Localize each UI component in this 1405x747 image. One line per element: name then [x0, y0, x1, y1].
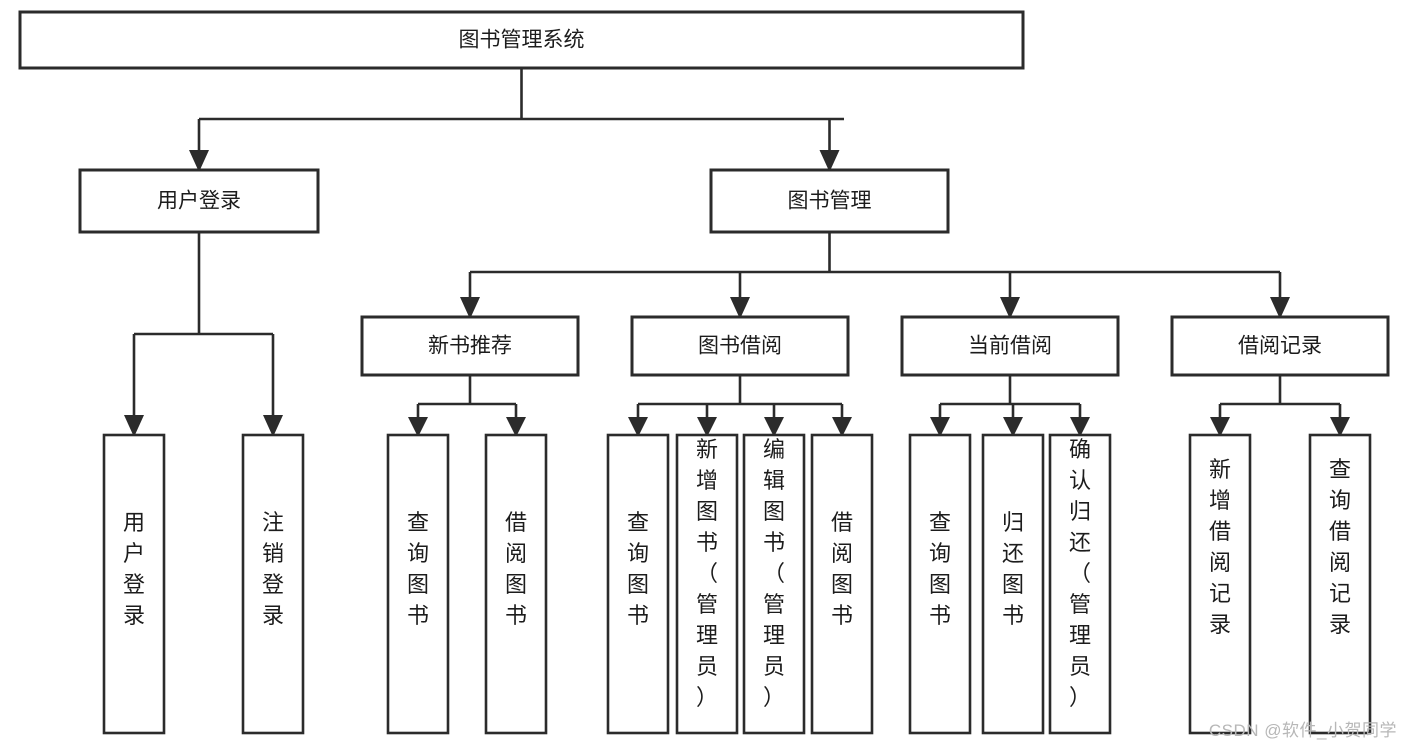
leaf-node[interactable]: 查询图书	[606, 433, 670, 735]
leaf-node[interactable]: 借阅图书	[484, 433, 548, 735]
leaf-node-layer: 用户登录 注销登录 查询图书 借阅图书 查询图书 新增图书（管理员） 编辑图书（管理员） 借阅…	[102, 433, 1372, 735]
leaf-node-box[interactable]	[742, 433, 806, 735]
leaf-node[interactable]: 确认归还（管理员）	[1048, 433, 1112, 735]
leaf-node-label: 查询借阅记录	[1329, 457, 1351, 637]
connectors-new-book-to-leaves	[408, 375, 526, 437]
node-book-manage[interactable]: 图书管理	[709, 168, 950, 234]
arrowhead-leaf-logout	[263, 415, 283, 437]
arrowhead-borrow-borrow	[832, 417, 852, 437]
leaf-node-label: 查询图书	[929, 510, 951, 628]
arrowhead-borrow-query	[628, 417, 648, 437]
arrowhead-to-book-manage	[819, 150, 840, 172]
arrowhead-current-query	[930, 417, 950, 437]
node-user-login-box[interactable]	[78, 168, 320, 234]
arrowhead-to-user-login	[189, 150, 209, 172]
node-borrow-record-label: 借阅记录	[1238, 335, 1322, 358]
leaf-node[interactable]: 编辑图书（管理员）	[742, 433, 806, 735]
node-book-borrow[interactable]: 图书借阅	[630, 315, 850, 377]
leaf-node-label: 用户登录	[123, 510, 145, 628]
node-current-borrow[interactable]: 当前借阅	[900, 315, 1120, 377]
node-root-box[interactable]	[18, 10, 1025, 70]
arrowhead-record-query	[1330, 417, 1350, 437]
leaf-node[interactable]: 注销登录	[241, 433, 305, 735]
leaf-node-box[interactable]	[1308, 433, 1372, 735]
leaf-node-box[interactable]	[241, 433, 305, 735]
node-new-book-recommend[interactable]: 新书推荐	[360, 315, 580, 377]
node-book-borrow-label: 图书借阅	[698, 335, 782, 358]
arrowhead-new-book-query	[408, 417, 428, 437]
node-book-manage-label: 图书管理	[788, 190, 872, 213]
arrowhead-borrow-add	[697, 417, 717, 437]
leaf-node-box[interactable]	[102, 433, 166, 735]
leaf-node-label: 查询图书	[407, 510, 429, 628]
leaf-node-box[interactable]	[810, 433, 874, 735]
leaf-node-box[interactable]	[606, 433, 670, 735]
leaf-node-label: 借阅图书	[505, 510, 527, 628]
leaf-node-label: 归还图书	[1002, 510, 1024, 628]
leaf-node-label: 查询图书	[627, 510, 649, 628]
connectors-root-to-level2	[189, 68, 844, 172]
leaf-node-box[interactable]	[1048, 433, 1112, 735]
node-root-label: 图书管理系统	[459, 29, 585, 52]
node-borrow-record[interactable]: 借阅记录	[1170, 315, 1390, 377]
leaf-node-label: 借阅图书	[831, 510, 853, 628]
leaf-node-label: 注销登录	[262, 510, 284, 628]
connectors-borrow-record-to-leaves	[1210, 375, 1350, 437]
leaf-node-box[interactable]	[675, 433, 739, 735]
leaf-node-box[interactable]	[484, 433, 548, 735]
leaf-node[interactable]: 借阅图书	[810, 433, 874, 735]
leaf-node[interactable]: 归还图书	[981, 433, 1045, 735]
leaf-node[interactable]: 查询图书	[908, 433, 972, 735]
arrowhead-borrow-edit	[764, 417, 784, 437]
node-user-login-label: 用户登录	[157, 190, 241, 213]
leaf-node[interactable]: 新增借阅记录	[1188, 433, 1252, 735]
leaf-node[interactable]: 新增图书（管理员）	[675, 433, 739, 735]
node-borrow-record-box[interactable]	[1170, 315, 1390, 377]
node-root-system[interactable]: 图书管理系统	[18, 10, 1025, 70]
leaf-node-label: 新增图书（管理员）	[696, 437, 718, 710]
leaf-node[interactable]: 用户登录	[102, 433, 166, 735]
node-book-borrow-box[interactable]	[630, 315, 850, 377]
leaf-node-label: 编辑图书（管理员）	[763, 437, 785, 710]
node-user-login[interactable]: 用户登录	[78, 168, 320, 234]
connectors-user-login-to-leaves	[124, 232, 283, 437]
node-new-book-recommend-box[interactable]	[360, 315, 580, 377]
leaf-node-box[interactable]	[908, 433, 972, 735]
leaf-node-label: 新增借阅记录	[1209, 457, 1231, 637]
leaf-node-box[interactable]	[1188, 433, 1252, 735]
arrowhead-current-return	[1003, 417, 1023, 437]
arrowhead-new-book-borrow	[506, 417, 526, 437]
arrowhead-record-add	[1210, 417, 1230, 437]
connectors-borrow-to-leaves	[628, 375, 852, 437]
node-current-borrow-label: 当前借阅	[968, 335, 1052, 358]
leaf-node[interactable]: 查询借阅记录	[1308, 433, 1372, 735]
arrowhead-leaf-user-login	[124, 415, 144, 437]
arrowhead-to-current-borrow	[1000, 297, 1020, 319]
arrowhead-to-new-book	[460, 297, 480, 319]
node-new-book-recommend-label: 新书推荐	[428, 335, 512, 358]
connectors-current-borrow-to-leaves	[930, 375, 1090, 437]
connectors-book-manage-to-level3	[460, 232, 1290, 319]
leaf-node-label: 确认归还（管理员）	[1069, 437, 1091, 710]
leaf-node-box[interactable]	[386, 433, 450, 735]
leaf-node-box[interactable]	[981, 433, 1045, 735]
leaf-node[interactable]: 查询图书	[386, 433, 450, 735]
node-current-borrow-box[interactable]	[900, 315, 1120, 377]
arrowhead-to-borrow	[730, 297, 750, 319]
arrowhead-current-confirm	[1070, 417, 1090, 437]
arrowhead-to-borrow-record	[1270, 297, 1290, 319]
node-book-manage-box[interactable]	[709, 168, 950, 234]
